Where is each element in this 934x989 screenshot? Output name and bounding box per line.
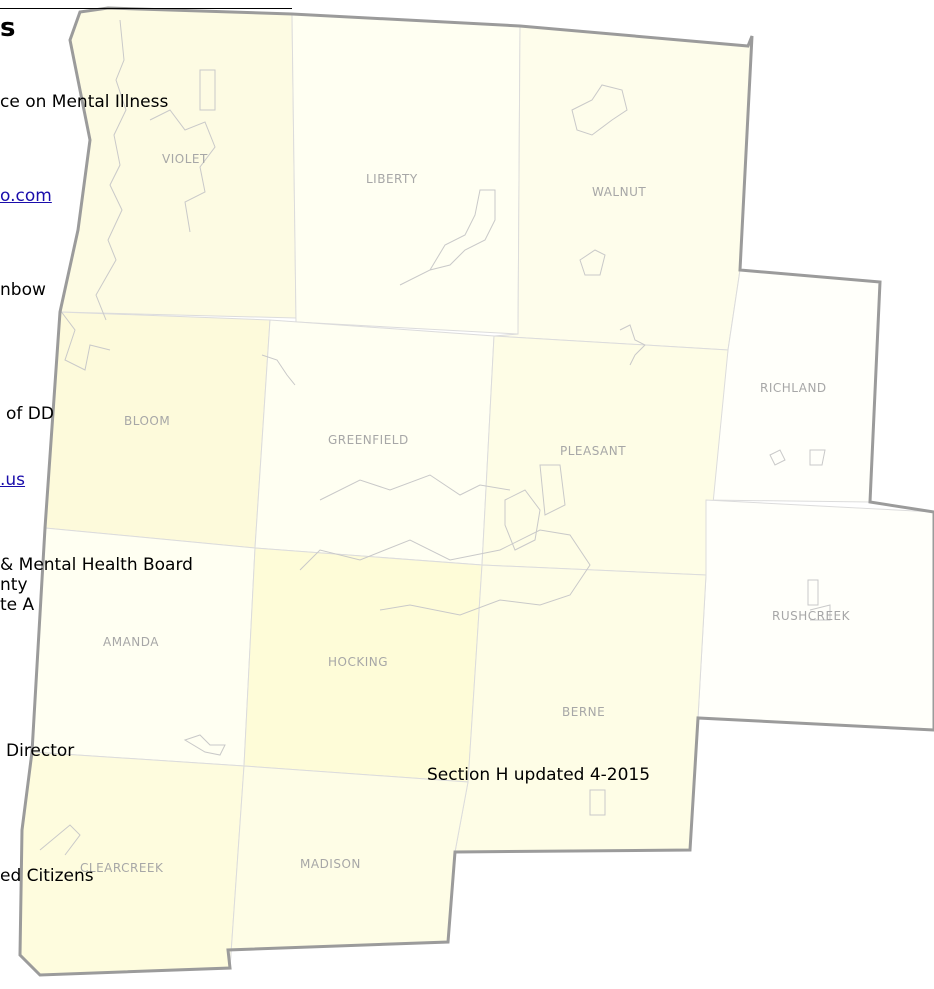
text-rainbow: nbow	[0, 280, 46, 300]
township-bloom[interactable]	[44, 311, 271, 549]
text-board-dd: of DD	[6, 404, 54, 424]
header-rule	[0, 8, 292, 9]
label-walnut: WALNUT	[592, 185, 646, 199]
label-hocking: HOCKING	[328, 655, 388, 669]
text-suite: te A	[0, 595, 35, 615]
label-bloom: BLOOM	[124, 414, 170, 428]
text-citizens: ed Citizens	[0, 866, 94, 886]
label-pleasant: PLEASANT	[560, 444, 626, 458]
county-outline	[18, 6, 934, 977]
label-clearcreek: CLEARCREEK	[80, 861, 164, 875]
label-amanda: AMANDA	[103, 635, 159, 649]
label-richland: RICHLAND	[760, 381, 827, 395]
text-mental-illness: ce on Mental Illness	[0, 92, 169, 112]
text-county: nty	[0, 575, 28, 595]
label-liberty: LIBERTY	[366, 172, 418, 186]
section-update-note: Section H updated 4-2015	[427, 765, 651, 785]
text-director: Director	[6, 741, 75, 761]
label-violet: VIOLET	[162, 152, 208, 166]
email-link-1[interactable]: o.com	[0, 186, 52, 206]
municipal-boundaries	[39, 19, 831, 856]
text-mental-health-board: & Mental Health Board	[0, 555, 193, 575]
website-link-2[interactable]: .us	[0, 470, 26, 490]
label-madison: MADISON	[300, 857, 361, 871]
page-heading-fragment: s	[0, 13, 16, 43]
label-greenfield: GREENFIELD	[328, 433, 409, 447]
label-berne: BERNE	[562, 705, 605, 719]
label-rushcreek: RUSHCREEK	[772, 609, 851, 623]
